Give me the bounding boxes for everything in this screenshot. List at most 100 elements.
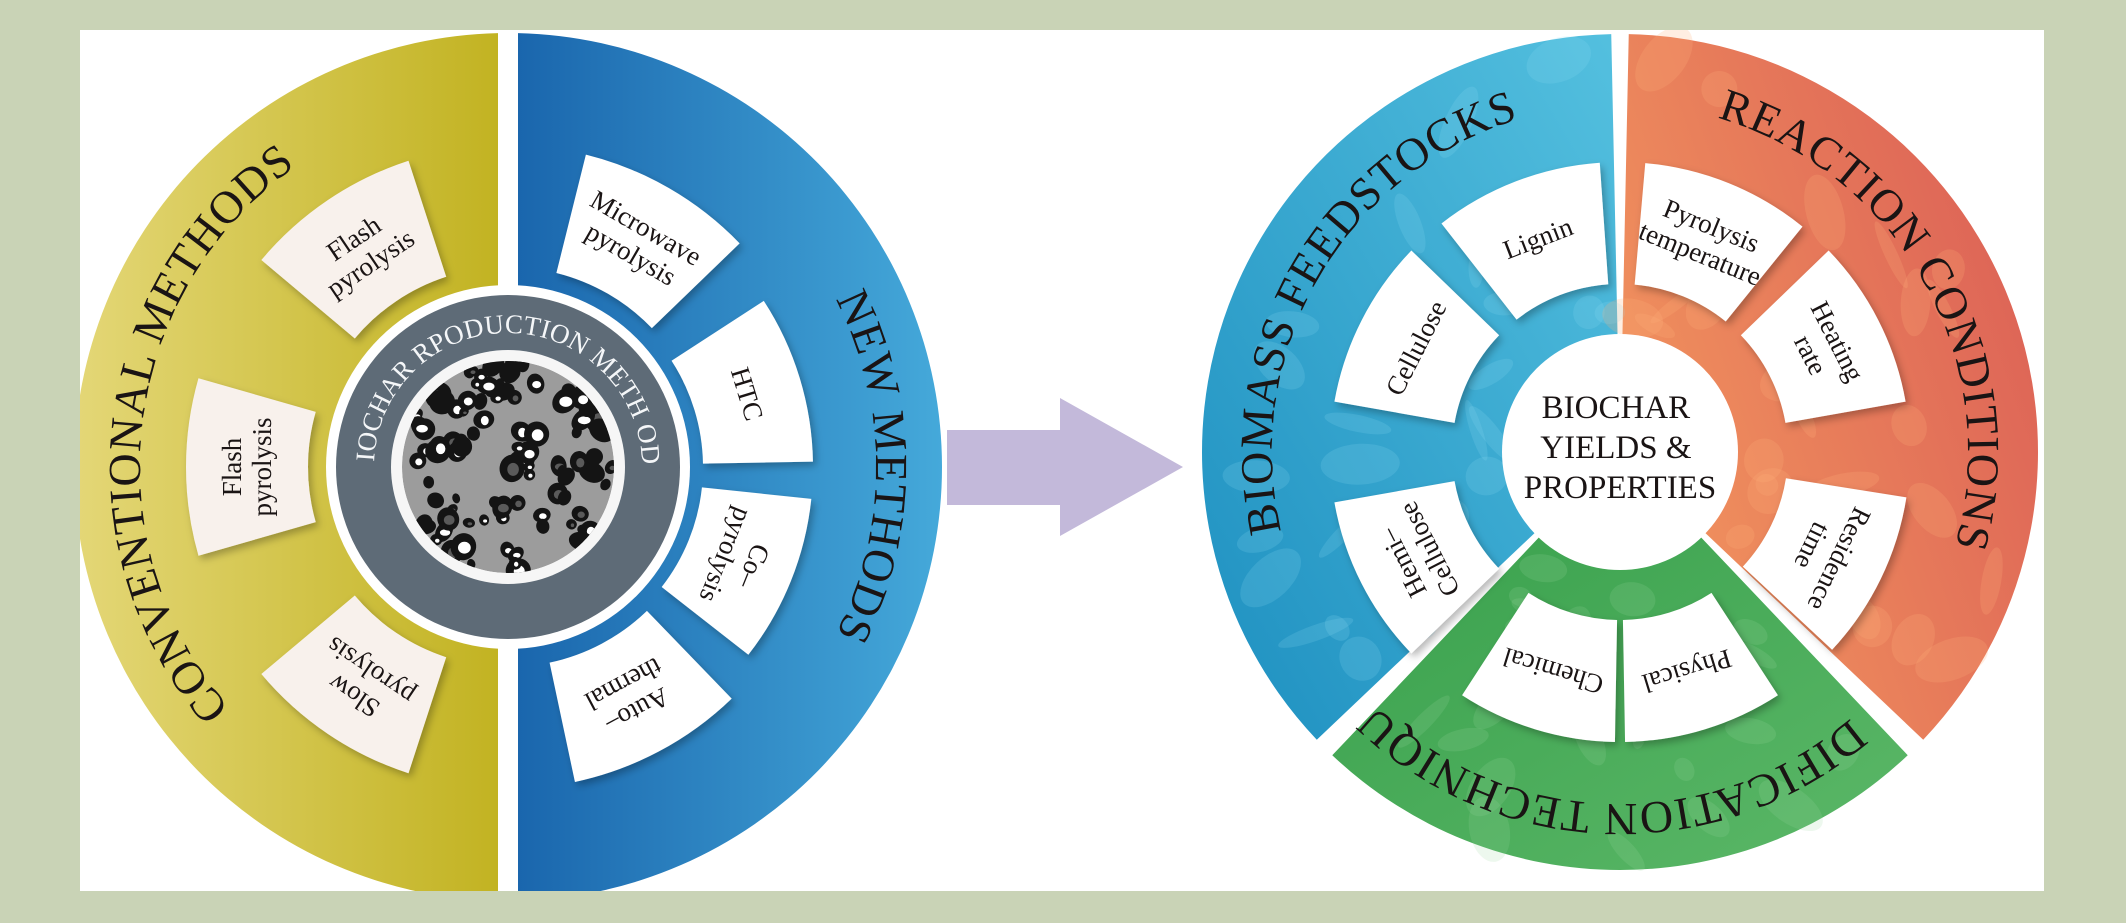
micrograph-pore <box>604 460 614 475</box>
modification-technique-tile: Physical <box>1622 592 1778 742</box>
micrograph-pore <box>523 468 536 481</box>
texture-blob <box>1437 727 1489 752</box>
texture-blob <box>1701 70 1738 108</box>
texture-blob <box>1635 30 1693 92</box>
micrograph-pore <box>473 410 495 429</box>
texture-blob <box>1594 301 1626 325</box>
new-method-tile: Co–pyrolysis <box>661 487 812 655</box>
micrograph-pore <box>462 517 475 528</box>
texture-blob <box>1744 438 1784 483</box>
micrograph-pore <box>557 467 575 486</box>
tile-background <box>1334 481 1500 654</box>
texture-blob <box>1674 757 1695 782</box>
texture-blob <box>1602 298 1664 338</box>
micrograph-pore <box>509 556 522 570</box>
texture-blob <box>1526 36 1592 84</box>
center-label-line: BIOCHAR <box>1542 390 1691 426</box>
texture-blob <box>1852 605 1893 648</box>
reaction-condition-tile: Heatingrate <box>1740 250 1906 423</box>
micrograph-pore <box>429 436 451 460</box>
micrograph-pore <box>524 421 550 447</box>
tile-background <box>1634 163 1803 322</box>
texture-blob <box>1687 797 1730 838</box>
texture-blob <box>1320 443 1400 485</box>
micrograph-pore <box>511 441 526 454</box>
center-circle <box>1502 334 1738 570</box>
micrograph-pore <box>500 361 521 382</box>
texture-blob <box>1519 554 1568 583</box>
texture-blob <box>1609 582 1656 617</box>
texture-blob <box>1468 796 1511 862</box>
tile-label: Flashpyrolysis <box>217 417 277 516</box>
texture-blob <box>1607 831 1645 871</box>
micrograph-pore <box>566 519 577 530</box>
micrograph-pore <box>571 505 589 522</box>
texture-blob <box>1278 617 1354 648</box>
micrograph-pore <box>473 392 488 410</box>
texture-blob <box>1725 524 1755 549</box>
modification-technique-tile: Chemical <box>1462 592 1618 742</box>
reaction-condition-tile: Pyrolysistemperature <box>1634 163 1803 322</box>
tile-background <box>671 300 813 464</box>
new-method-tile: HTC <box>671 300 813 464</box>
tile-background <box>186 378 316 556</box>
texture-blob <box>1826 733 1860 771</box>
texture-blob <box>1324 412 1392 435</box>
texture-blob <box>1926 279 1960 338</box>
micrograph-pore <box>526 373 545 394</box>
micrograph-pore <box>492 495 513 519</box>
tile-label-line: Flash <box>217 437 247 496</box>
texture-blob <box>1222 460 1290 494</box>
conventional-method-tile: Slowpyrolysis <box>261 595 447 774</box>
texture-blob <box>1398 695 1450 748</box>
texture-blob <box>1804 174 1846 251</box>
micrograph-pore <box>466 426 480 441</box>
micrograph-pore <box>409 452 427 470</box>
texture-blob <box>1465 456 1508 496</box>
micrograph-pore <box>600 478 611 491</box>
tile-background <box>1334 250 1500 423</box>
conventional-method-tile: Flashpyrolysis <box>261 160 447 339</box>
texture-blob <box>1265 311 1320 338</box>
texture-blob <box>1891 404 1927 447</box>
tile-background <box>549 610 732 782</box>
tile-background <box>661 487 812 655</box>
texture-blob <box>1438 86 1479 158</box>
micrograph-pore <box>523 461 535 472</box>
tile-label-line: pyrolysis <box>247 417 277 516</box>
micrograph-pore <box>470 378 482 390</box>
texture-blob <box>1324 615 1350 641</box>
texture-blob <box>1758 779 1823 832</box>
biochar-production-methods-diagram: FlashpyrolysisFlashpyrolysisSlowpyrolysi… <box>80 30 943 891</box>
micrograph-pore <box>451 435 473 458</box>
texture-blob <box>1253 341 1305 390</box>
texture-blob <box>1915 636 1989 683</box>
feedstock-tile: Cellulose <box>1334 250 1500 423</box>
micrograph-pore <box>509 495 526 511</box>
reaction-condition-tile: Residencetime <box>1742 478 1907 650</box>
texture-blob <box>1733 619 1768 645</box>
texture-blob <box>1980 547 2003 615</box>
texture-blob <box>1755 473 1779 496</box>
texture-blob <box>1931 249 1965 290</box>
center-label-line: YIELDS & <box>1540 430 1692 466</box>
micrograph-pore <box>499 454 525 483</box>
micrograph-pore <box>569 451 589 473</box>
texture-blob <box>1236 526 1284 553</box>
micrograph-pore <box>457 390 477 411</box>
texture-blob <box>1468 406 1514 462</box>
micrograph-pore <box>536 518 550 534</box>
new-method-tile: Microwavepyrolysis <box>556 154 740 329</box>
micrograph-pore <box>450 533 477 561</box>
micrograph-pore <box>533 507 551 523</box>
texture-blob <box>1394 193 1426 254</box>
conventional-method-tile: Flashpyrolysis <box>186 378 316 556</box>
tile-background <box>1441 162 1609 320</box>
texture-blob <box>1634 313 1675 339</box>
micrograph-pore <box>410 416 432 440</box>
texture-blob <box>1900 268 1931 337</box>
micrograph-pore <box>507 389 522 405</box>
micrograph-pore <box>479 514 490 526</box>
micrograph-pore <box>571 426 582 439</box>
new-method-tile: Auto–thermal <box>549 610 732 782</box>
